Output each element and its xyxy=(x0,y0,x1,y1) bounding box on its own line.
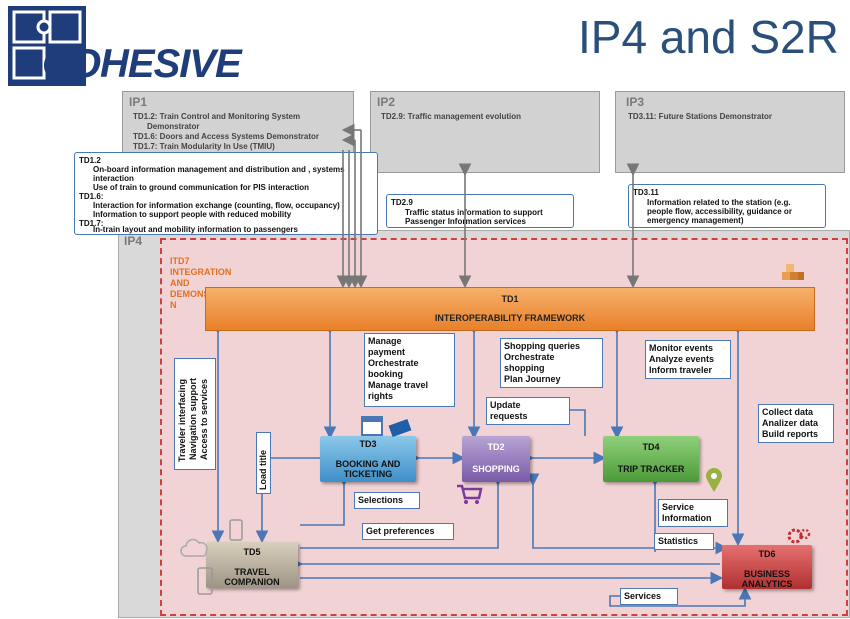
label-navigation-support: Navigation support xyxy=(188,377,198,460)
label-access-to-services: Access to services xyxy=(199,378,209,460)
cubes-icon xyxy=(782,264,804,280)
ip2-label: IP2 xyxy=(377,95,396,109)
tablet-icon xyxy=(197,567,213,595)
label-services: Services xyxy=(620,588,678,605)
label-get-preferences: Get preferences xyxy=(362,523,454,540)
logo-puzzle xyxy=(8,6,86,86)
ip1-line-1: TD1.2: Train Control and Monitoring Syst… xyxy=(133,112,301,121)
td1-id: TD1 xyxy=(501,294,519,304)
calendar-icon xyxy=(361,416,383,436)
td1-name: INTEROPERABILITY FRAMEWORK xyxy=(434,313,586,323)
cloud-icon xyxy=(180,538,208,557)
td3-booking-ticketing[interactable]: TD3 BOOKING AND TICKETING xyxy=(320,436,416,482)
callout-ip1: TD1.2 On-board information management an… xyxy=(74,152,378,235)
gears-icon xyxy=(787,528,811,544)
label-selections: Selections xyxy=(354,492,420,509)
callout-ip3: TD3.11 Information related to the statio… xyxy=(628,184,826,228)
location-pin-icon xyxy=(706,468,722,492)
td5-travel-companion[interactable]: TD5 TRAVEL COMPANION xyxy=(206,542,298,588)
td1-interoperability-framework[interactable]: TD1 INTEROPERABILITY FRAMEWORK xyxy=(205,287,815,331)
ip2-line: TD2.9: Traffic management evolution xyxy=(381,112,522,121)
label-traveler-box xyxy=(174,358,216,470)
logo-wordmark: COHESIVE xyxy=(42,42,242,86)
ip1-line-2: Demonstrator xyxy=(147,122,200,131)
ip3-box: IP3 TD3.11: Future Stations Demonstrator xyxy=(615,91,845,173)
td2-shopping[interactable]: TD2 SHOPPING xyxy=(462,436,530,482)
mobile-phone-icon xyxy=(229,519,243,541)
slide-title: IP4 and S2R xyxy=(578,11,839,63)
td6-business-analytics[interactable]: TD6 BUSINESS ANALYTICS xyxy=(722,545,812,589)
shopping-cart-icon xyxy=(457,484,483,504)
ticket-icon xyxy=(388,418,412,438)
td4-trip-tracker[interactable]: TD4 TRIP TRACKER xyxy=(603,436,699,482)
label-traveler-interfacing: Traveler interfacing xyxy=(177,378,187,462)
ip1-line-4: TD1.7: Train Modularity In Use (TMIU) xyxy=(133,142,275,151)
label-load-title: Load title xyxy=(258,450,268,490)
label-statistics: Statistics xyxy=(654,533,714,550)
ip2-box: IP2 TD2.9: Traffic management evolution xyxy=(370,91,600,173)
puzzle-icon xyxy=(12,10,82,80)
ip1-label: IP1 xyxy=(129,95,148,109)
label-load-title-box xyxy=(256,432,271,494)
ip4-label: IP4 xyxy=(124,234,143,248)
ip3-label: IP3 xyxy=(626,95,645,109)
ip3-line: TD3.11: Future Stations Demonstrator xyxy=(628,112,773,121)
ip1-line-3: TD1.6: Doors and Access Systems Demonstr… xyxy=(133,132,319,141)
